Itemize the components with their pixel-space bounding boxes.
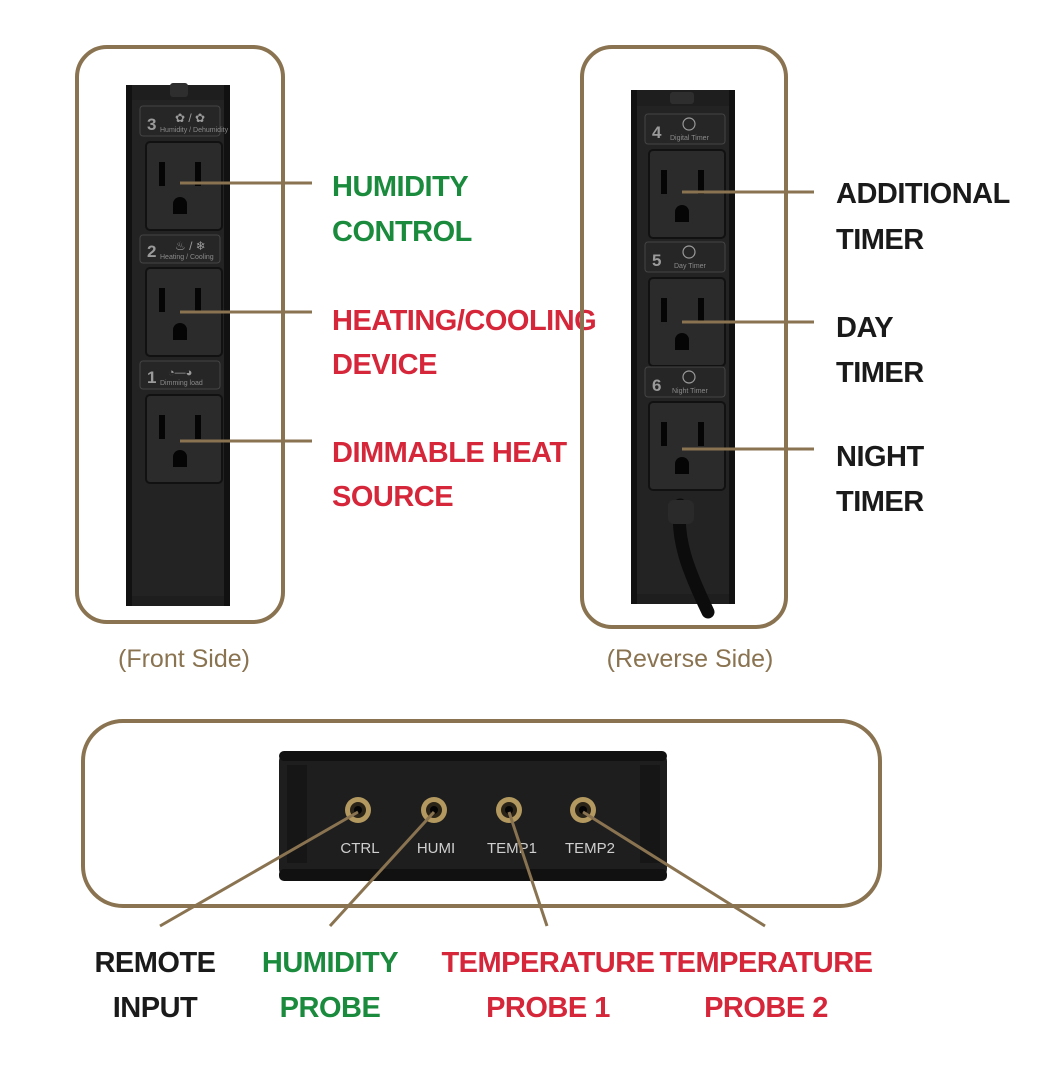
label-dimmable-heat-1: DIMMABLE HEAT: [332, 437, 567, 469]
outlet-number: 1: [147, 368, 156, 387]
label-remote-input-1: REMOTE: [94, 947, 215, 979]
front-knob: [170, 83, 188, 97]
label-humidity-control-1: HUMIDITY: [332, 171, 468, 203]
label-day-timer-2: TIMER: [836, 357, 924, 389]
leader-temperature-probe-1: [507, 811, 549, 927]
heat-cool-icon: ♨ / ❄: [175, 239, 206, 253]
label-temperature-probe-2-2: PROBE 2: [704, 992, 828, 1024]
outlet-sublabel: Humidity / Dehumidity: [160, 127, 229, 134]
label-dimmable-heat-2: SOURCE: [332, 481, 453, 513]
front-caption: (Front Side): [118, 645, 250, 673]
leader-remote-input: [159, 810, 359, 928]
dimmer-icon: ◔—◕: [168, 367, 192, 379]
night-timer-icon: [682, 370, 696, 384]
timer-icon: [682, 117, 696, 131]
port-temp1: TEMP1: [487, 797, 537, 857]
label-temperature-probe-2-1: TEMPERATURE: [659, 947, 872, 979]
reverse-outlet-4: 4 Digital Timer: [644, 113, 726, 239]
label-humidity-probe-2: PROBE: [280, 992, 381, 1024]
outlet-sublabel: Digital Timer: [670, 135, 710, 142]
label-humidity-control-2: CONTROL: [332, 216, 472, 248]
label-night-timer-2: TIMER: [836, 486, 924, 518]
reverse-outlet-6: 6 Night Timer: [644, 366, 726, 491]
label-heating-cooling-2: DEVICE: [332, 349, 437, 381]
reverse-outlet-5: 5 Day Timer: [644, 241, 726, 367]
front-outlet-3: 3 Humidity / Dehumidity ✿ / ✿: [139, 105, 229, 231]
humidity-icon: ✿ / ✿: [175, 111, 205, 125]
outlet-number: 4: [652, 123, 662, 142]
label-humidity-probe-1: HUMIDITY: [262, 947, 398, 979]
label-temperature-probe-1-1: TEMPERATURE: [441, 947, 654, 979]
front-outlet-1: 1 Dimming load ◔—◕: [139, 360, 223, 484]
front-frame: [75, 45, 285, 624]
port-humi: HUMI: [417, 797, 455, 857]
outlet-number: 5: [652, 251, 661, 270]
reverse-frame: [580, 45, 788, 629]
bottom-device: [279, 751, 667, 881]
label-temperature-probe-1-2: PROBE 1: [486, 992, 610, 1024]
leader-temperature-probe-2: [582, 810, 766, 928]
leader-humidity-probe: [328, 810, 436, 928]
bottom-frame: [81, 719, 882, 908]
label-remote-input-2: INPUT: [113, 992, 198, 1024]
label-heating-cooling-1: HEATING/COOLING: [332, 305, 596, 337]
port-label: TEMP2: [565, 840, 615, 857]
reverse-knob: [670, 92, 694, 104]
outlet-number: 2: [147, 242, 156, 261]
port-label: CTRL: [340, 840, 379, 857]
day-timer-icon: [682, 245, 696, 259]
outlet-sublabel: Night Timer: [672, 388, 708, 395]
outlet-number: 3: [147, 115, 156, 134]
front-outlet-2: 2 Heating / Cooling ♨ / ❄: [139, 234, 223, 357]
outlet-sublabel: Day Timer: [674, 263, 707, 270]
label-additional-timer-1: ADDITIONAL: [836, 178, 1010, 210]
outlet-number: 6: [652, 376, 661, 395]
label-day-timer-1: DAY: [836, 312, 893, 344]
label-night-timer-1: NIGHT: [836, 441, 925, 473]
reverse-caption: (Reverse Side): [607, 645, 774, 673]
outlet-sublabel: Dimming load: [160, 380, 203, 387]
outlet-sublabel: Heating / Cooling: [160, 254, 214, 261]
port-label: TEMP1: [487, 840, 537, 857]
label-additional-timer-2: TIMER: [836, 224, 924, 256]
port-label: HUMI: [417, 840, 455, 857]
